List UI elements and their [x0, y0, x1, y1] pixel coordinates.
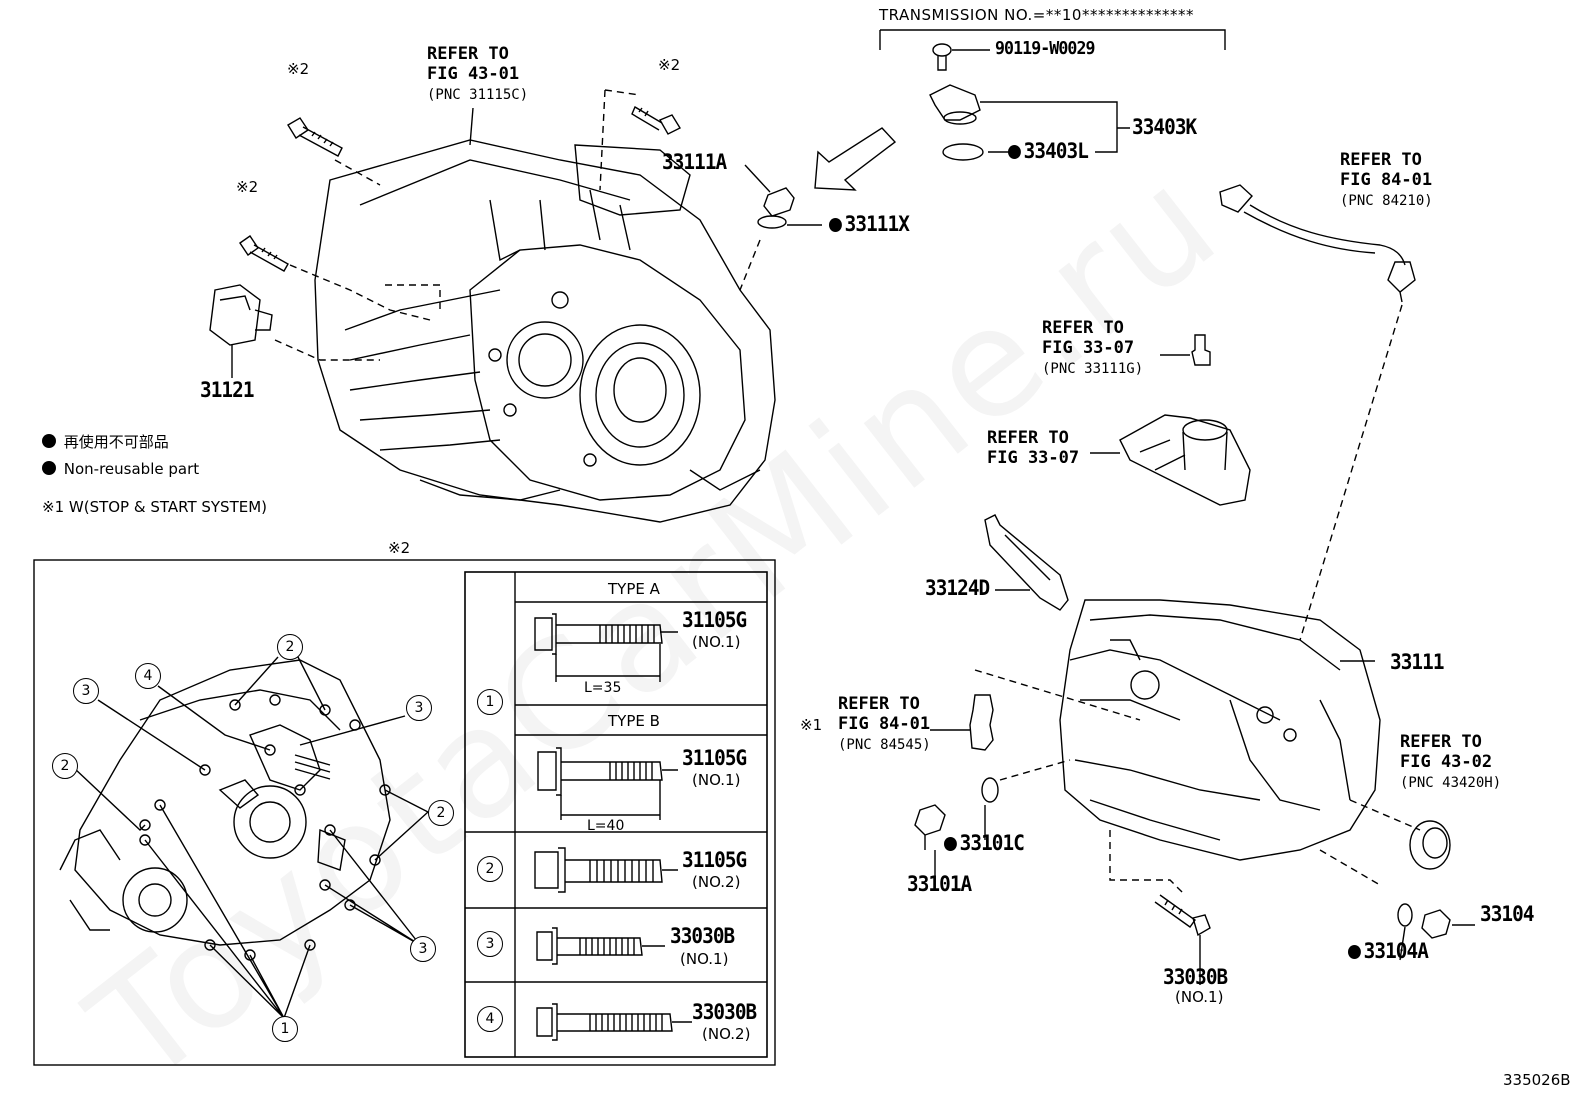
table-row-num-1: 1	[477, 689, 503, 715]
part-number-33030b[interactable]: 33030B	[1163, 965, 1228, 989]
part-number-33111a[interactable]: 33111A	[662, 150, 727, 174]
part-number-90119[interactable]: 90119-W0029	[995, 38, 1095, 59]
callout-3-right: 3	[406, 695, 432, 721]
table-part-31105g-no2[interactable]: 31105G	[682, 848, 747, 872]
part-number-31121[interactable]: 31121	[200, 378, 254, 402]
mark-x2-upper-left: ※2	[287, 60, 310, 78]
bolt-icon-upper-left	[287, 117, 343, 157]
inset-title: ※2	[388, 539, 411, 557]
part-number-33104[interactable]: 33104	[1480, 902, 1534, 926]
clutch-release-bearing-icon	[1119, 414, 1251, 506]
bolt-icon-top-center	[631, 105, 681, 135]
mark-x2-mid-left: ※2	[236, 178, 259, 196]
bolt-type-b-icon	[537, 747, 663, 820]
plug-33104-icon	[1421, 909, 1451, 939]
part-number-33111x[interactable]: 33111X	[829, 214, 910, 235]
callout-2-top: 2	[277, 634, 303, 660]
table-row-num-2: 2	[477, 856, 503, 882]
type-b-label: TYPE B	[608, 712, 660, 730]
direction-arrow-icon	[814, 127, 897, 191]
non-reusable-dot-icon	[1008, 145, 1021, 159]
part-number-33101a[interactable]: 33101A	[907, 872, 972, 896]
non-reusable-dot-icon	[42, 461, 56, 475]
part-number-33403k[interactable]: 33403K	[1132, 115, 1197, 139]
table-row-num-3: 3	[477, 931, 503, 957]
part-number-33104a[interactable]: 33104A	[1348, 941, 1429, 962]
breather-fitting-icon	[1191, 334, 1211, 366]
inset-housing-drawing	[59, 659, 391, 961]
drain-plug-33111a-icon	[757, 187, 795, 229]
bolt-33030b-no2-icon	[536, 1003, 673, 1041]
release-fork-33124d-icon	[984, 514, 1069, 611]
part-number-33124d[interactable]: 33124D	[925, 576, 990, 600]
table-row-num-4: 4	[477, 1006, 503, 1032]
mark-x2-top-center: ※2	[658, 56, 681, 74]
bolt-icon-90119	[932, 43, 952, 71]
plug-31121-icon	[209, 284, 273, 346]
table-no-3: (NO.1)	[680, 950, 729, 968]
legend-english: Non-reusable part	[42, 461, 199, 477]
callout-3-bottom: 3	[410, 936, 436, 962]
non-reusable-dot-icon	[1348, 945, 1361, 959]
part-number-33111[interactable]: 33111	[1390, 650, 1444, 674]
length-40: L=40	[587, 818, 625, 834]
non-reusable-dot-icon	[829, 218, 842, 232]
bolt-no2-icon	[534, 847, 663, 893]
callout-4: 4	[135, 663, 161, 689]
transmission-number-header: TRANSMISSION NO.=**10**************	[879, 6, 1194, 24]
fill-plug-33101a-icon	[914, 804, 946, 850]
o-ring-33403l-icon	[942, 143, 984, 161]
table-part-33030b-no2[interactable]: 33030B	[692, 1000, 757, 1024]
diagram-id: 335026B	[1503, 1071, 1571, 1089]
speed-sensor-cable-icon	[1219, 184, 1416, 303]
stop-start-sensor-icon	[969, 694, 994, 751]
length-35: L=35	[584, 680, 622, 696]
table-part-33030b-no1[interactable]: 33030B	[670, 924, 735, 948]
callout-2-right: 2	[428, 800, 454, 826]
non-reusable-dot-icon	[42, 434, 56, 448]
non-reusable-dot-icon	[944, 837, 957, 851]
callout-3-left: 3	[73, 678, 99, 704]
oil-seal-icon	[1409, 820, 1451, 870]
callout-2-left: 2	[52, 753, 78, 779]
left-housing-outline	[314, 139, 776, 523]
table-no-type-b: (NO.1)	[692, 771, 741, 789]
inset-frame	[33, 559, 776, 1066]
right-housing-outline	[1059, 599, 1381, 861]
part-number-33030b-no: (NO.1)	[1175, 988, 1224, 1006]
table-part-31105g-type-b[interactable]: 31105G	[682, 746, 747, 770]
bolt-icon-33030b	[1154, 894, 1211, 937]
table-no-4: (NO.2)	[702, 1025, 751, 1043]
table-no-2: (NO.2)	[692, 873, 741, 891]
legend-note-1: ※1 W(STOP & START SYSTEM)	[42, 498, 268, 516]
legend-japanese: 再使用不可部品	[42, 434, 169, 450]
bracket-33403k-icon	[929, 84, 981, 125]
callout-1: 1	[272, 1016, 298, 1042]
mark-x1: ※1	[800, 716, 823, 734]
bolt-table	[464, 571, 768, 1058]
bolt-33030b-no1-icon	[536, 927, 643, 965]
bolt-icon-mid-left	[239, 235, 289, 272]
type-a-label: TYPE A	[608, 580, 660, 598]
part-number-33101c[interactable]: 33101C	[944, 833, 1025, 854]
bolt-type-a-icon	[534, 613, 663, 682]
part-number-33403l[interactable]: 33403L	[1008, 141, 1089, 162]
table-no-type-a: (NO.1)	[692, 633, 741, 651]
table-part-31105g-type-a[interactable]: 31105G	[682, 608, 747, 632]
gasket-33101c-icon	[981, 777, 999, 803]
washer-33104a-icon	[1397, 903, 1413, 927]
